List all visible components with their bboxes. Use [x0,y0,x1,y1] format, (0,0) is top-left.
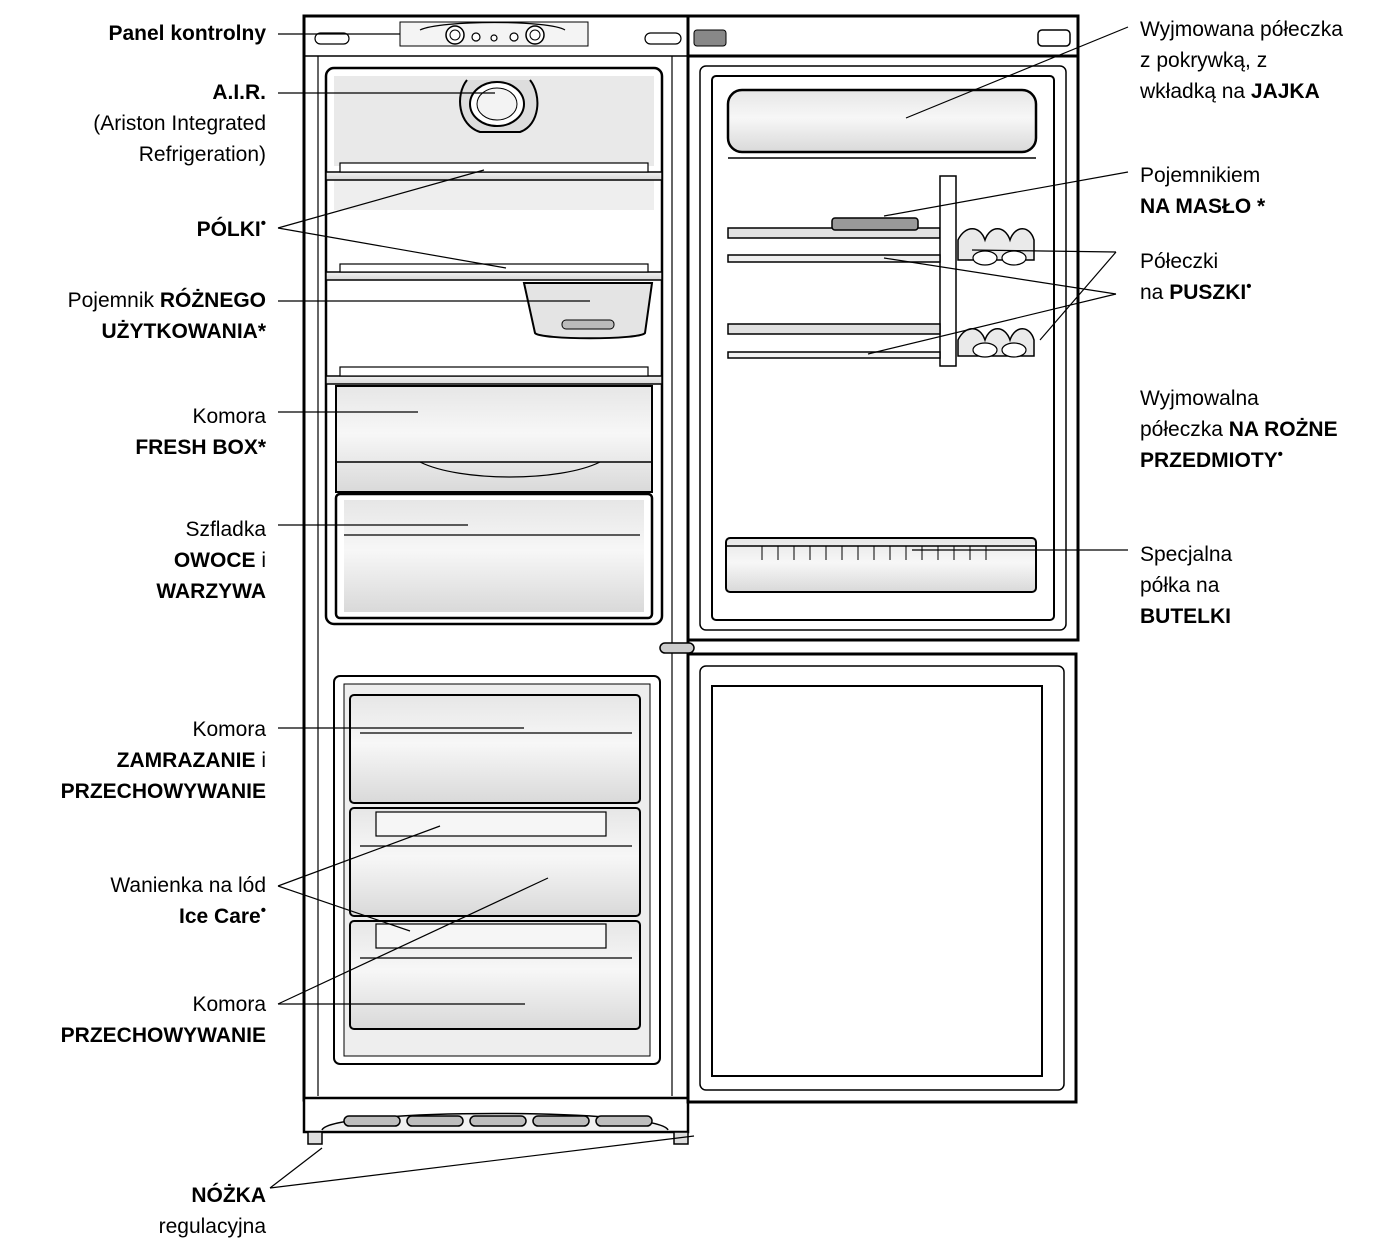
label-misc-line3: PRZEDMIOTY [1140,449,1278,472]
leader-lines [269,26,1129,1189]
label-freeze-line2b: i [255,749,266,772]
label-multipurpose-a: Pojemnik [67,289,160,312]
vegetable-drawer [334,492,654,620]
label-air-line3: Refrigeration) [138,143,266,166]
multipurpose-container [522,282,654,340]
label-misc-line2a: półeczka [1140,418,1229,441]
label-can-shelves: Półeczki na PUSZKI• [1140,246,1251,308]
label-storage-line2: PRZECHOWYWANIE [60,1024,266,1047]
label-storage: Komora PRZECHOWYWANIE [61,989,266,1051]
label-vegetable-drawer: Szfladka OWOCE i WARZYWA [156,514,266,607]
fresh-box [335,385,653,493]
label-egg-line3b: JAJKA [1250,80,1320,103]
label-fresh-box: Komora FRESH BOX* [135,401,266,463]
label-control-panel: Panel kontrolny [108,18,266,49]
label-foot-line2: regulacyjna [158,1215,266,1238]
label-adjustable-foot: NÓŻKA regulacyjna [159,1180,266,1242]
label-multipurpose: Pojemnik RÓŻNEGO UŻYTKOWANIA* [68,285,266,347]
label-air: A.I.R. (Ariston Integrated Refrigeration… [93,77,266,170]
label-egg-shelf: Wyjmowana półeczka z pokrywką, z wkładką… [1140,14,1343,107]
label-butter: Pojemnikiem NA MASŁO * [1140,160,1265,222]
label-ice-care: Wanienka na lód Ice Care• [110,870,266,932]
label-butter-line1: Pojemnikiem [1140,164,1261,187]
label-cans-line1: Półeczki [1140,250,1219,273]
label-veg-line1: Szfladka [185,518,266,541]
base-grille [302,1096,690,1145]
label-veg-line3: WARZYWA [156,580,266,603]
freezer-compartment [333,675,661,1065]
air-fan-unit [459,79,539,133]
fridge-shelves [325,162,663,385]
label-air-line2: (Ariston Integrated [93,112,266,135]
label-veg-line2a: OWOCE [173,549,256,572]
can-holder-lower [957,328,1035,358]
label-freeze-line1: Komora [192,718,266,741]
label-foot-line1: NÓŻKA [191,1184,266,1207]
label-veg-line2b: i [255,549,266,572]
label-bottle-shelf: Specjalna półka na BUTELKI [1140,539,1232,632]
label-bottle-line1: Specjalna [1140,543,1233,566]
label-freeze-storage: Komora ZAMRAZANIE i PRZECHOWYWANIE [61,714,266,807]
label-egg-line3a: wkładką na [1140,80,1251,103]
bullet-marker: • [260,215,266,232]
bullet-marker: • [260,902,266,919]
label-multipurpose-line2: UŻYTKOWANIA* [101,320,267,343]
label-bottle-line2: półka na [1140,574,1220,597]
label-butter-line2: NA MASŁO * [1140,195,1266,218]
label-misc-shelf: Wyjmowalna półeczka NA ROŻNE PRZEDMIOTY• [1140,383,1338,476]
bullet-marker: • [1246,278,1252,295]
label-storage-line1: Komora [192,993,266,1016]
label-multipurpose-b: RÓŻNEGO [159,289,266,312]
bullet-marker: • [1277,446,1283,463]
fridge-door [659,14,1080,654]
bottle-shelf-teeth [761,546,987,560]
label-ice-line1: Wanienka na lód [110,874,266,897]
label-misc-line2b: NA ROŻNE [1228,418,1338,441]
label-ice-line2: Ice Care [179,905,261,928]
can-holder-upper [957,228,1035,266]
label-air-title: A.I.R. [212,81,266,104]
control-panel [314,21,682,47]
label-misc-line1: Wyjmowalna [1140,387,1259,410]
label-cans-line2a: na [1140,281,1170,304]
label-bottle-line3: BUTELKI [1140,605,1231,628]
freezer-door [686,652,1078,1104]
label-fresh-box-line2: FRESH BOX* [135,436,266,459]
label-freeze-line2a: ZAMRAZANIE [116,749,256,772]
label-egg-line1: Wyjmowana półeczka [1140,18,1343,41]
label-cans-line2b: PUSZKI [1169,281,1247,304]
label-freeze-line3: PRZECHOWYWANIE [60,780,266,803]
label-fresh-box-line1: Komora [192,405,266,428]
label-shelves: PÓLKI• [197,214,266,245]
label-control-panel-text: Panel kontrolny [108,22,266,45]
label-egg-line2: z pokrywką, z [1140,49,1268,72]
label-shelves-text: PÓLKI [196,218,261,241]
